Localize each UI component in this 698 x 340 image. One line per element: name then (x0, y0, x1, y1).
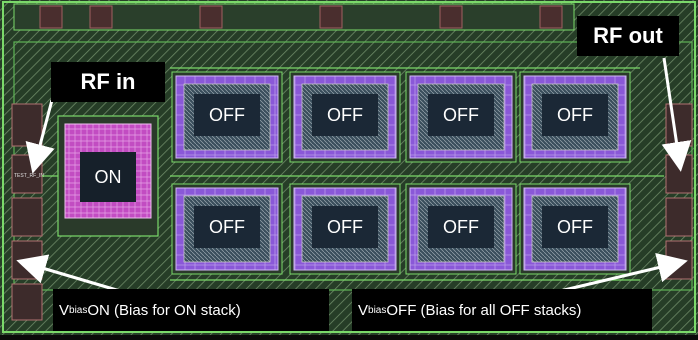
bias-on-v: V (59, 301, 70, 319)
off-label: OFF (327, 216, 363, 237)
bias-off-v: V (358, 301, 369, 319)
off-label: OFF (209, 216, 245, 237)
bus-lines (42, 67, 664, 281)
on-transistor (57, 115, 159, 237)
right-pads (665, 103, 693, 280)
rf-in-label: RF in (51, 62, 165, 102)
off-label: OFF (443, 216, 479, 237)
off-transistor (171, 183, 283, 275)
rf-out-arrow (661, 57, 692, 172)
rf-in-arrow (25, 99, 55, 174)
off-label: OFF (443, 104, 479, 125)
off-label: OFF (209, 104, 245, 125)
off-label: OFF (557, 104, 593, 125)
off-transistor (289, 71, 401, 163)
bias-off-text: OFF (Bias for all OFF stacks) (386, 301, 582, 319)
off-transistor (405, 183, 517, 275)
off-label: OFF (327, 104, 363, 125)
guard-ring (2, 1, 696, 333)
bias-off-sub: bias (368, 304, 387, 316)
arrows (16, 57, 692, 293)
off-transistor (171, 71, 283, 163)
top-pad-strip (13, 3, 575, 31)
bias-off-arrow (559, 252, 688, 293)
off-transistor (289, 183, 401, 275)
off-devices (171, 71, 631, 275)
off-label: OFF (557, 216, 593, 237)
pad-label: TEST_RF_IN (14, 173, 44, 179)
bias-on-sub: bias (69, 304, 88, 316)
bias-on-arrow (16, 254, 121, 293)
off-transistor (405, 71, 517, 163)
off-transistor (519, 71, 631, 163)
bias-on-text: ON (Bias for ON stack) (87, 301, 241, 319)
off-transistor (519, 183, 631, 275)
left-pads (11, 103, 43, 321)
rf-out-label: RF out (577, 16, 679, 56)
on-label: ON (94, 166, 122, 187)
